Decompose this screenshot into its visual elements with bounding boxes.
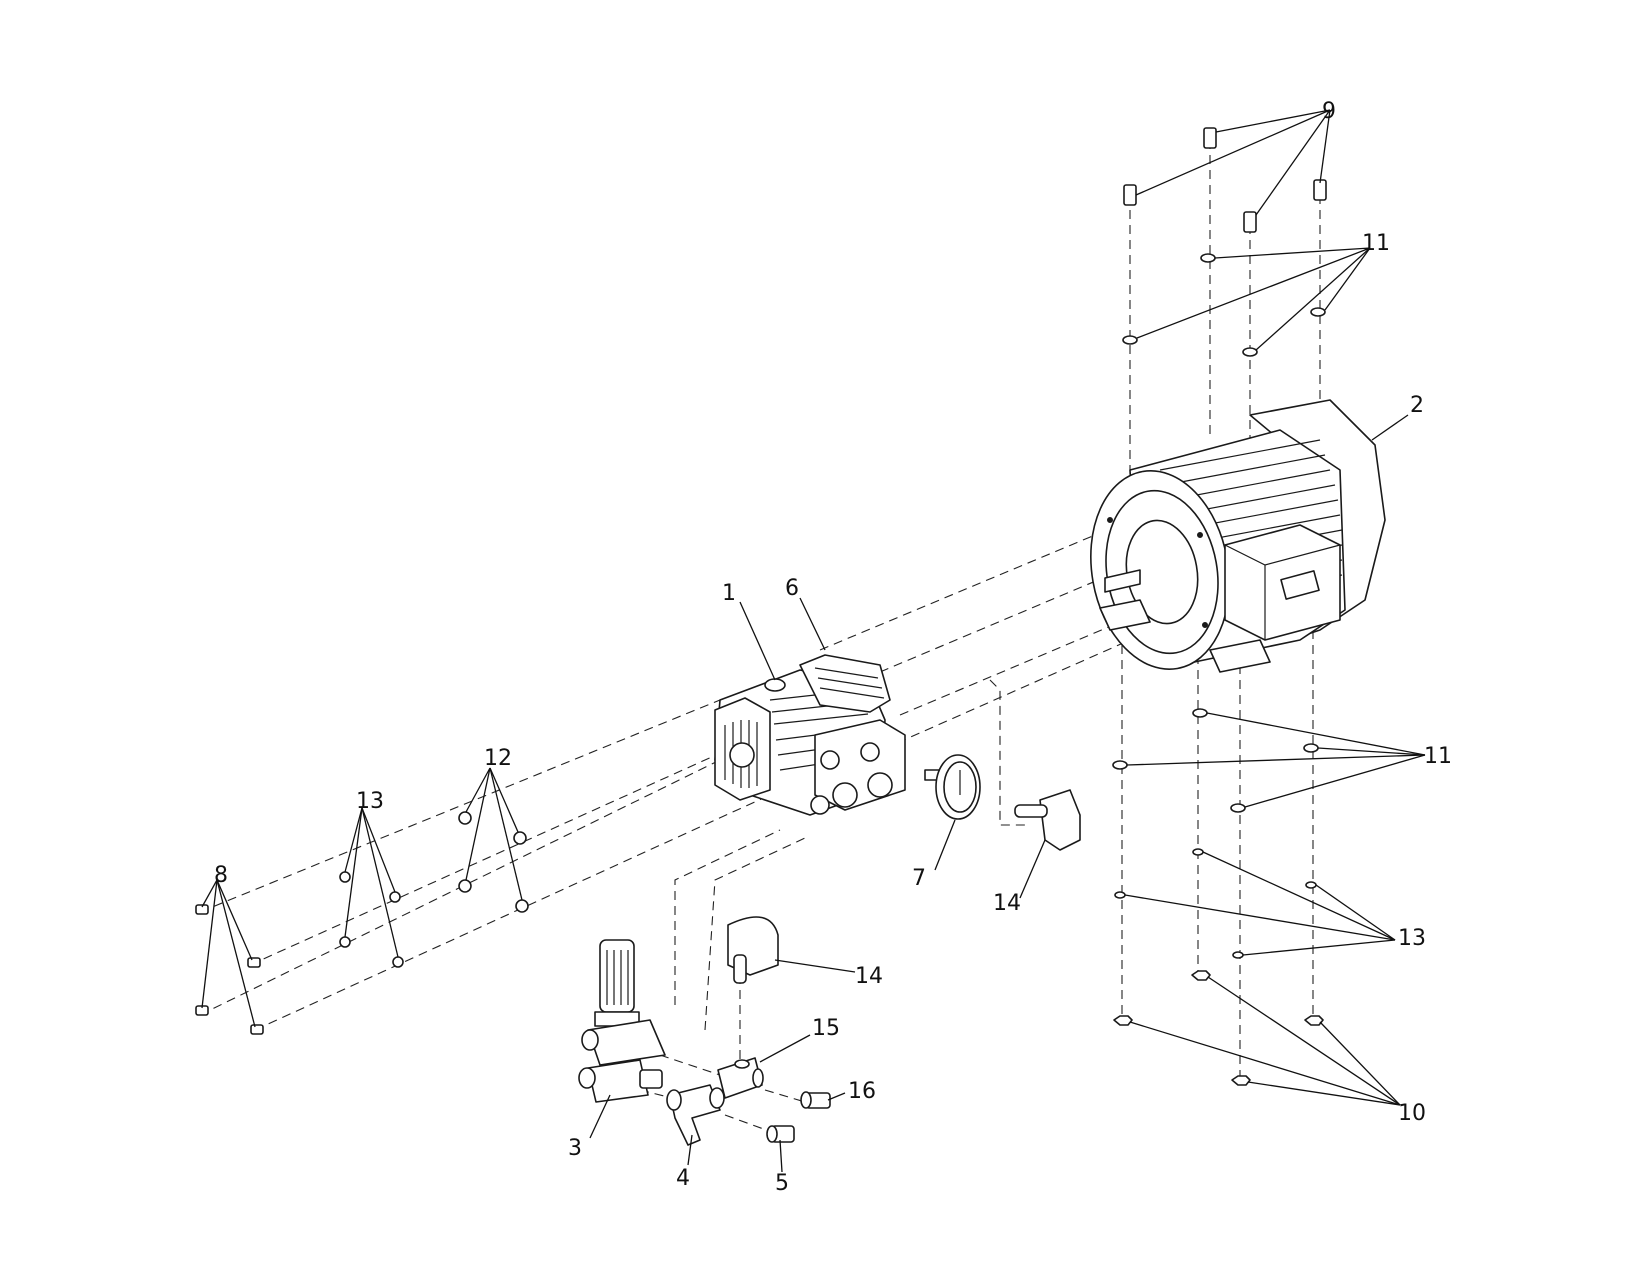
knob-handle-lower [727, 916, 779, 984]
inline-strainer [666, 1084, 725, 1146]
hardware-washers-13-right [1114, 848, 1317, 959]
motor-foot-right [1209, 639, 1271, 673]
callout-10: 10 [1398, 1101, 1426, 1126]
callout-13-right: 13 [1398, 926, 1426, 951]
callout-1: 1 [722, 581, 736, 606]
hardware-washers-12 [458, 811, 529, 913]
motor-terminal-box [1224, 524, 1341, 641]
tee-fitting [717, 1057, 764, 1099]
hose-fitting-5 [766, 1125, 795, 1143]
callout-14-upper: 14 [993, 891, 1021, 916]
electric-motor [1090, 399, 1386, 673]
motor-shaft [1104, 569, 1141, 593]
callout-11-lower: 11 [1424, 744, 1452, 769]
motor-foot-left [1099, 599, 1151, 631]
callout-15: 15 [812, 1016, 840, 1041]
hardware-bolts-9 [1123, 127, 1327, 233]
callout-12: 12 [484, 746, 512, 771]
callout-8: 8 [214, 863, 228, 888]
hardware-bolts-8 [195, 904, 264, 1035]
pump-assembly [714, 654, 906, 816]
callout-16: 16 [848, 1079, 876, 1104]
callout-14-lower: 14 [855, 964, 883, 989]
callout-6: 6 [785, 576, 799, 601]
callout-5: 5 [775, 1171, 789, 1196]
knob-handle-upper [1014, 789, 1081, 851]
hardware-washers-11-upper [1122, 253, 1326, 357]
plug-fitting [800, 1091, 831, 1109]
callout-11-upper: 11 [1362, 231, 1390, 256]
hardware-washers-11-lower [1112, 708, 1319, 813]
pressure-gauge [924, 754, 981, 820]
hardware-nuts-10 [1113, 970, 1324, 1086]
callout-2: 2 [1410, 393, 1424, 418]
callout-4: 4 [676, 1166, 690, 1191]
unloader-valve [578, 939, 666, 1103]
callout-9: 9 [1322, 99, 1336, 124]
callout-3: 3 [568, 1136, 582, 1161]
callout-labels: 1 2 3 4 5 6 7 8 9 10 11 11 12 13 13 14 1… [214, 99, 1452, 1196]
callout-7: 7 [912, 866, 926, 891]
callout-13-left: 13 [356, 789, 384, 814]
callout-leader-lines [201, 109, 1426, 1173]
pump-oil-cap [764, 678, 786, 692]
